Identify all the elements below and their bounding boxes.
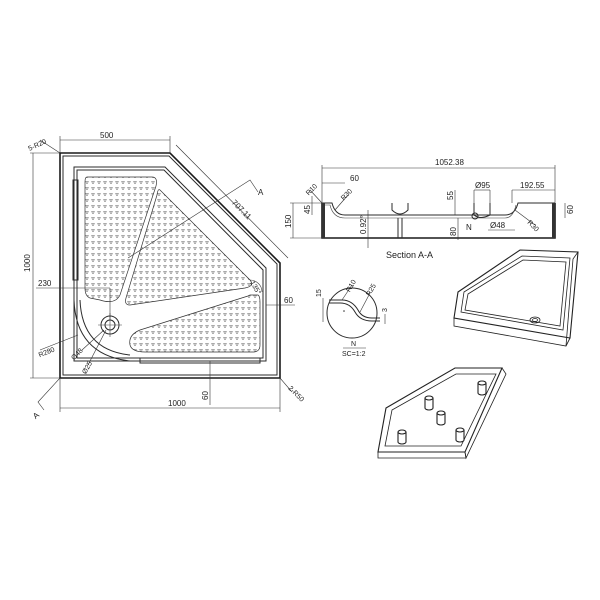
textured-panel-bottom (129, 294, 261, 353)
plan-view: 500 5-R20 707.11 A A 1000 230 R280 Ø48 Ø… (23, 131, 305, 421)
detail-dim-height: 15 (316, 289, 323, 297)
iso-view-top (453, 249, 579, 347)
dim-top-width: 500 (100, 131, 114, 140)
dim-section-r30-right: R30 (526, 219, 540, 233)
dim-drain-25: Ø25 (81, 360, 94, 375)
dim-section-right-rim: 192.55 (520, 181, 545, 190)
dim-section-drain-95: Ø95 (475, 181, 491, 190)
dim-diagonal: 707.11 (230, 198, 254, 222)
support-feet (397, 380, 487, 445)
dim-bottom-width: 1000 (168, 399, 186, 408)
dim-section-left-rim: 60 (350, 174, 359, 183)
section-title: Section A-A (386, 250, 433, 260)
dim-right-rim: 60 (284, 296, 293, 305)
detail-label: N (351, 341, 356, 348)
dim-corner-r50: 2-R50 (286, 385, 305, 404)
dim-section-height: 150 (284, 214, 293, 228)
detail-view-n: 15 R10 R25 3 N SC=1:2 (316, 279, 389, 358)
dim-section-r10: R10 (305, 183, 319, 197)
dim-section-depth: 55 (446, 191, 455, 200)
dim-section-length: 1052.38 (435, 158, 464, 167)
tray-outline (59, 152, 281, 379)
section-marker-a-top: A (258, 188, 264, 197)
detail-dim-r25: R25 (365, 283, 378, 298)
detail-dim-depth: 3 (382, 308, 389, 312)
section-view: 1052.38 60 R10 R30 150 45 0.92° 55 Ø95 1… (284, 158, 575, 260)
dim-section-slope: 0.92° (359, 215, 368, 234)
dim-section-drain-depth: 80 (449, 227, 458, 236)
dim-section-right-height: 60 (566, 205, 575, 214)
dim-section-outlet: Ø48 (490, 221, 506, 230)
dim-angle: 135° (248, 280, 262, 297)
textured-panel-left (84, 176, 157, 302)
iso-view-bottom (377, 367, 507, 460)
detail-marker-n: N (466, 223, 472, 232)
detail-dim-r10: R10 (345, 279, 358, 294)
dim-r280: R280 (38, 346, 56, 359)
dim-section-r30-left: R30 (340, 188, 354, 202)
dim-corner-r20: 5-R20 (27, 138, 47, 152)
textured-panel-top (125, 189, 252, 306)
detail-scale: SC=1:2 (342, 351, 366, 358)
dim-drain-offset: 230 (38, 279, 52, 288)
dim-section-rim-height: 45 (303, 205, 312, 214)
dim-height: 1000 (23, 254, 32, 272)
dim-bottom-rim: 60 (201, 391, 210, 400)
section-marker-a-bottom: A (31, 410, 41, 421)
